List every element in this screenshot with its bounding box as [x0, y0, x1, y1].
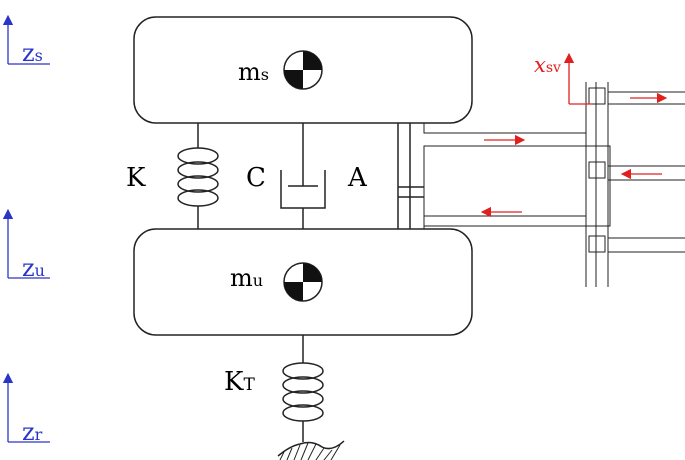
flow-arrows [480, 92, 668, 218]
suspension-spring-icon [177, 123, 219, 229]
hydraulic-cylinder [410, 110, 611, 229]
coordinate-zu: zu [2, 208, 50, 282]
svg-text:KT: KT [224, 367, 255, 397]
valve-displacement-arrow [563, 52, 592, 105]
center-of-mass-icon [283, 262, 323, 302]
zu-main: z [22, 254, 35, 282]
center-of-mass-icon [283, 50, 323, 90]
road-surface-icon [277, 440, 345, 460]
svg-text:xsv: xsv [534, 53, 561, 77]
damper-icon [280, 123, 326, 229]
zs-main: z [22, 39, 35, 67]
svg-text:zu: zu [22, 254, 45, 282]
xsv-main: x [534, 53, 546, 77]
actuator-label: A [347, 163, 368, 193]
tire-spring-icon [282, 335, 324, 442]
spring-label: K [126, 163, 146, 193]
svg-text:zs: zs [22, 39, 43, 67]
damper-label: C [246, 163, 266, 193]
servo-valve [585, 82, 685, 287]
mu-sub: u [253, 271, 263, 290]
zu-sub: u [35, 261, 45, 280]
svg-text:ms: ms [238, 58, 269, 86]
ms-main: m [238, 58, 261, 86]
svg-text:zr: zr [22, 418, 43, 446]
zs-sub: s [35, 46, 43, 65]
coordinate-zr: zr [2, 372, 50, 446]
tire-spring-main: K [224, 367, 244, 397]
mu-main: m [230, 264, 253, 292]
actuator-rod-icon [397, 123, 424, 229]
tire-spring-sub: T [243, 375, 255, 395]
coordinate-zs: zs [2, 14, 50, 67]
xsv-sub: sv [546, 60, 561, 76]
zr-sub: r [35, 425, 43, 444]
svg-text:mu: mu [230, 264, 263, 292]
zr-main: z [22, 418, 35, 446]
ms-sub: s [261, 65, 269, 84]
